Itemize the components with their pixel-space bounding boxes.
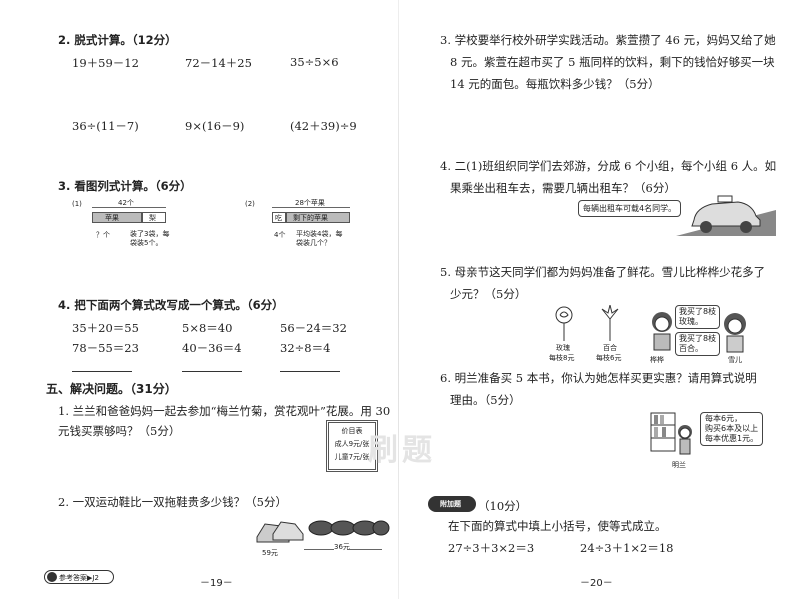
rose-label: 玫瑰: [556, 344, 570, 352]
q2-expr: 72－14＋25: [185, 56, 252, 70]
bookshelf-illustration: [650, 412, 676, 452]
q3b-num: (2): [245, 200, 255, 208]
page-number: －19－: [200, 578, 233, 589]
p3-line2: 8 元。紫萱在超市买了 5 瓶同样的饮料，剩下的钱恰好够买一块: [450, 55, 775, 69]
q2-expr: (42＋39)÷9: [290, 119, 357, 133]
shoes-illustration: [256, 520, 390, 543]
answer-line: [182, 371, 242, 372]
q3a-note: 装了3袋，每袋装5个。: [130, 230, 170, 247]
q4-title: 4. 把下面两个算式改写成一个算式。（6分）: [58, 298, 284, 312]
q2-expr: 19＋59－12: [72, 56, 139, 70]
page-fold: [398, 0, 399, 599]
lily-label: 百合: [603, 344, 617, 352]
p4-line1: 4. 二(1)班组织同学们去郊游，分成 6 个小组，每个小组 6 人。如: [440, 159, 777, 173]
q3a-brace: [92, 207, 166, 208]
q3a-question: ？个: [96, 231, 110, 239]
answer-line: [72, 371, 132, 372]
q2-title: 2. 脱式计算。（12分）: [58, 33, 177, 47]
q3b-question: 4个: [274, 231, 286, 239]
extra-eq2: 24÷3＋1×2＝18: [580, 541, 674, 555]
q4-expr: 78－55＝23: [72, 341, 139, 355]
p3-line1: 3. 学校要举行校外研学实践活动。紫萱攒了 46 元，妈妈又给了她: [440, 33, 776, 47]
lily-illustration: [601, 305, 619, 341]
answer-key-badge: 参考答案▶J2: [44, 570, 114, 584]
badge-icon: [47, 572, 57, 582]
q2-expr: 35÷5×6: [290, 55, 339, 69]
kid-xueer-illustration: [724, 313, 746, 353]
p5-line1: 5. 母亲节这天同学们都为妈妈准备了鲜花。雪儿比桦桦少花多了: [440, 265, 766, 279]
p5-line2: 少元？（5分）: [450, 287, 527, 301]
kid2-name: 雪儿: [728, 356, 742, 364]
watermark: 刷题: [368, 433, 436, 468]
q2-expr: 36÷(11－7): [72, 119, 139, 133]
slipper-price: 36元: [334, 543, 350, 551]
book-offer-bubble: 每本6元，购买6本及以上每本优惠1元。: [700, 412, 764, 446]
extra-instruction: 在下面的算式中填上小括号，使等式成立。: [448, 519, 667, 533]
ticket-price-board: 价目表 成人9元/张 儿童7元/张: [326, 420, 378, 472]
minglan-name: 明兰: [672, 461, 686, 469]
section5-title: 五、解决问题。（31分）: [46, 382, 177, 396]
q3a-num: (1): [72, 200, 82, 208]
slipper-brace: [304, 549, 334, 550]
q4-expr: 32÷8＝4: [280, 341, 331, 355]
rose-price: 每枝8元: [549, 354, 575, 362]
p4-line2: 果乘坐出租车去，需要几辆出租车？（6分）: [450, 181, 676, 195]
p2-title: 2. 一双运动鞋比一双拖鞋贵多少钱？（5分）: [58, 495, 287, 509]
extra-eq1: 27÷3＋3×2＝3: [448, 541, 535, 555]
q3b-note: 平均装4袋，每袋装几个？: [296, 230, 343, 247]
p6-line2: 理由。（5分）: [450, 393, 521, 407]
q4-expr: 35＋20＝55: [72, 321, 139, 335]
taxi-illustration: [676, 195, 776, 236]
extra-score: （10分）: [478, 499, 528, 513]
slipper-brace: [348, 549, 382, 550]
huahua-speech-bubble: 我买了8枝玫瑰。: [675, 305, 721, 329]
q3a-bar-pear: 梨: [142, 212, 166, 223]
q4-expr: 5×8＝40: [182, 321, 233, 335]
q3b-total: 28个苹果: [295, 199, 325, 207]
q3-title: 3. 看图列式计算。（6分）: [58, 179, 192, 193]
page-number: －20－: [580, 578, 613, 589]
taxi-speech-bubble: 每辆出租车可载4名同学。: [578, 200, 682, 217]
kid-minglan-illustration: [678, 425, 692, 455]
q3a-total: 42个: [118, 199, 134, 207]
p3-line3: 14 元的面包。每瓶饮料多少钱？（5分）: [450, 77, 660, 91]
p1-line2: 元钱买票够吗？（5分）: [58, 424, 181, 438]
q4-expr: 40－36＝4: [182, 341, 242, 355]
q3b-bar-left: 剩下的苹果: [286, 212, 350, 223]
q2-expr: 9×(16－9): [185, 119, 245, 133]
sneaker-price: 59元: [262, 549, 278, 557]
q3a-bar-apple: 苹果: [92, 212, 142, 223]
answer-line: [280, 371, 340, 372]
xueer-speech-bubble: 我买了8枝百合。: [675, 332, 721, 356]
kid-huahua-illustration: [652, 312, 672, 351]
q3b-brace: [272, 207, 350, 208]
q4-expr: 56－24＝32: [280, 321, 347, 335]
kid1-name: 桦桦: [650, 356, 664, 364]
lily-price: 每枝6元: [596, 354, 622, 362]
q3b-bar-eaten: 吃: [272, 212, 286, 223]
rose-illustration: [555, 306, 573, 341]
p1-line1: 1. 兰兰和爸爸妈妈一起去参加“梅兰竹菊，赏花观叶”花展。用 30: [58, 404, 391, 418]
extra-badge: 附加题: [428, 496, 476, 512]
p6-line1: 6. 明兰准备买 5 本书，你认为她怎样买更实惠？请用算式说明: [440, 371, 757, 385]
